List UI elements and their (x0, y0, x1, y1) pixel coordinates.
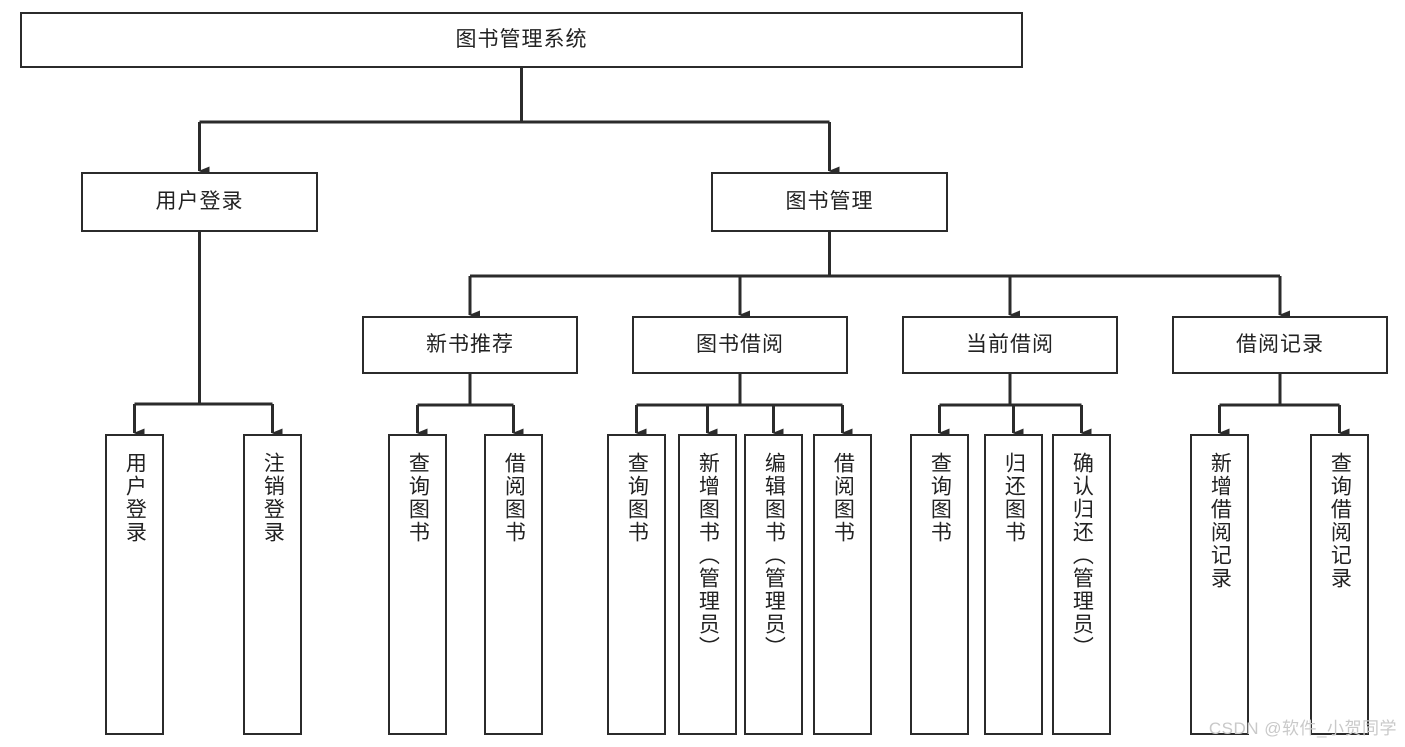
node-label: 新增图书（管理员） (696, 452, 720, 659)
node-new-book-rec[interactable]: 新书推荐 (362, 316, 578, 374)
node-label: 用户登录 (155, 190, 244, 214)
node-current-borrow[interactable]: 当前借阅 (902, 316, 1118, 374)
node-label: 当前借阅 (966, 333, 1054, 357)
node-label: 新增借阅记录 (1208, 452, 1232, 590)
node-label: 归还图书 (1002, 452, 1026, 544)
node-leaf-edit-book[interactable]: 编辑图书（管理员） (744, 434, 803, 735)
node-leaf-user-login[interactable]: 用户登录 (105, 434, 164, 735)
node-label: 新书推荐 (426, 333, 514, 357)
node-label: 图书管理系统 (455, 28, 588, 52)
node-leaf-return-book[interactable]: 归还图书 (984, 434, 1043, 735)
node-leaf-query-book-2[interactable]: 查询图书 (607, 434, 666, 735)
node-leaf-query-book-1[interactable]: 查询图书 (388, 434, 447, 735)
node-label: 注销登录 (261, 452, 285, 544)
node-label: 用户登录 (123, 452, 147, 544)
node-borrow-record[interactable]: 借阅记录 (1172, 316, 1388, 374)
node-book-manage[interactable]: 图书管理 (711, 172, 948, 232)
node-label: 借阅记录 (1236, 333, 1324, 357)
node-label: 图书管理 (785, 190, 874, 214)
node-label: 查询借阅记录 (1328, 452, 1352, 590)
node-label: 编辑图书（管理员） (762, 452, 786, 659)
node-book-borrow[interactable]: 图书借阅 (632, 316, 848, 374)
node-label: 借阅图书 (831, 452, 855, 544)
node-root[interactable]: 图书管理系统 (20, 12, 1023, 68)
node-leaf-add-record[interactable]: 新增借阅记录 (1190, 434, 1249, 735)
node-leaf-user-logout[interactable]: 注销登录 (243, 434, 302, 735)
node-label: 查询图书 (625, 452, 649, 544)
node-leaf-add-book[interactable]: 新增图书（管理员） (678, 434, 737, 735)
node-label: 图书借阅 (696, 333, 784, 357)
node-leaf-query-record[interactable]: 查询借阅记录 (1310, 434, 1369, 735)
node-label: 确认归还（管理员） (1070, 452, 1094, 659)
node-label: 查询图书 (406, 452, 430, 544)
node-leaf-confirm-return[interactable]: 确认归还（管理员） (1052, 434, 1111, 735)
node-label: 查询图书 (928, 452, 952, 544)
node-label: 借阅图书 (502, 452, 526, 544)
node-user-login[interactable]: 用户登录 (81, 172, 318, 232)
node-leaf-query-book-3[interactable]: 查询图书 (910, 434, 969, 735)
node-leaf-borrow-book-2[interactable]: 借阅图书 (813, 434, 872, 735)
node-leaf-borrow-book-1[interactable]: 借阅图书 (484, 434, 543, 735)
csdn-watermark: CSDN @软件_小贺同学 (1208, 719, 1397, 738)
